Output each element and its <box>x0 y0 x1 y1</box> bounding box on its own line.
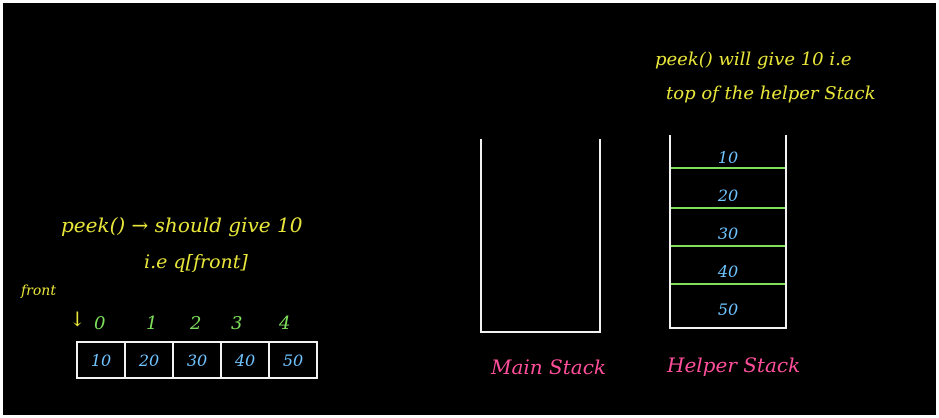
helper-stack-item: 50 <box>717 299 739 319</box>
helper-stack-item: 20 <box>717 185 739 205</box>
peek-stack-note-line2: top of the helper Stack <box>666 83 876 104</box>
peek-queue-note-line2: i.e q[front] <box>144 251 248 273</box>
stack-divider <box>671 207 785 209</box>
stack-divider <box>671 167 785 169</box>
queue-cell: 40 <box>222 343 270 377</box>
helper-stack-item: 40 <box>717 261 739 281</box>
queue-index: 4 <box>279 313 291 334</box>
helper-stack-item: 30 <box>717 223 739 243</box>
front-label: front <box>21 283 56 299</box>
queue-cell: 50 <box>282 350 304 370</box>
stack-divider <box>671 283 785 285</box>
queue-index: 2 <box>190 313 202 334</box>
peek-queue-note-line1: peek() → should give 10 <box>61 213 303 237</box>
queue-index: 0 <box>94 313 106 334</box>
main-stack <box>480 139 601 333</box>
helper-stack: 10 20 30 40 50 <box>669 135 787 329</box>
queue-index: 3 <box>231 313 243 334</box>
queue-index: 1 <box>146 313 158 334</box>
helper-stack-label: Helper Stack <box>667 353 801 377</box>
helper-stack-item: 10 <box>717 147 739 167</box>
main-stack-label: Main Stack <box>491 355 607 379</box>
front-arrow-icon: ↓ <box>69 307 86 331</box>
queue-array: 10 20 30 40 50 <box>76 341 318 379</box>
stack-divider <box>671 245 785 247</box>
queue-cell: 10 <box>78 343 126 377</box>
queue-cell: 20 <box>126 343 174 377</box>
peek-stack-note-line1: peek() will give 10 i.e <box>655 49 852 70</box>
whiteboard-canvas: peek() will give 10 i.e top of the helpe… <box>3 3 936 415</box>
queue-cell: 30 <box>174 343 222 377</box>
